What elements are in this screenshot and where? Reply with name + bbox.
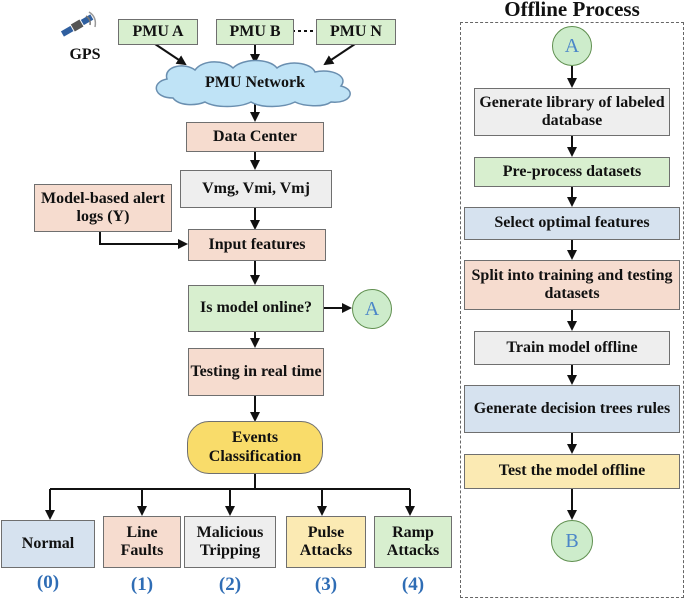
offline-step-preprocess: Pre-process datasets (474, 157, 670, 187)
class-pulse-attacks-box: Pulse Attacks (286, 516, 366, 568)
offline-step-generate-library: Generate library of labeled database (474, 88, 670, 136)
class-ramp-attacks-box: Ramp Attacks (374, 516, 452, 568)
pmu-n-box: PMU N (316, 19, 396, 45)
input-features-box: Input features (188, 229, 326, 261)
class-normal-box: Normal (1, 520, 95, 568)
class-index-label: (4) (401, 574, 425, 595)
class-index-label: (3) (314, 574, 338, 595)
pmu-network-label: PMU Network (205, 74, 305, 91)
class-malicious-tripping-box: Malicious Tripping (184, 516, 276, 568)
voltage-features-box: Vmg, Vmi, Vmj (180, 170, 332, 208)
pmu-b-box: PMU B (216, 19, 294, 45)
offline-step-decision-rules: Generate decision trees rules (464, 385, 680, 433)
data-center-box: Data Center (186, 122, 324, 152)
class-line-faults-box: Line Faults (103, 516, 181, 568)
class-index-label: (0) (36, 572, 60, 593)
gps-label: GPS (69, 46, 101, 63)
satellite-icon (60, 11, 97, 37)
class-index-label: (1) (130, 574, 154, 595)
connector-a-circle: A (352, 289, 392, 329)
offline-step-train-model: Train model offline (474, 331, 670, 365)
offline-start-a-circle: A (552, 26, 592, 66)
alert-logs-box: Model-based alert logs (Y) (34, 184, 172, 232)
pmu-a-box: PMU A (118, 19, 198, 45)
offline-end-b-circle: B (551, 520, 593, 562)
class-index-label: (2) (218, 574, 242, 595)
offline-step-test-model: Test the model offline (464, 454, 680, 489)
pmu-network-cloud (155, 59, 351, 108)
offline-step-split-datasets: Split into training and testing datasets (464, 260, 680, 310)
offline-process-title: Offline Process (504, 0, 640, 21)
testing-real-time-box: Testing in real time (188, 348, 324, 396)
offline-process-panel (460, 22, 684, 598)
offline-step-select-features: Select optimal features (464, 207, 680, 240)
events-classification-box: Events Classification (187, 421, 323, 474)
is-model-online-box: Is model online? (188, 285, 324, 332)
